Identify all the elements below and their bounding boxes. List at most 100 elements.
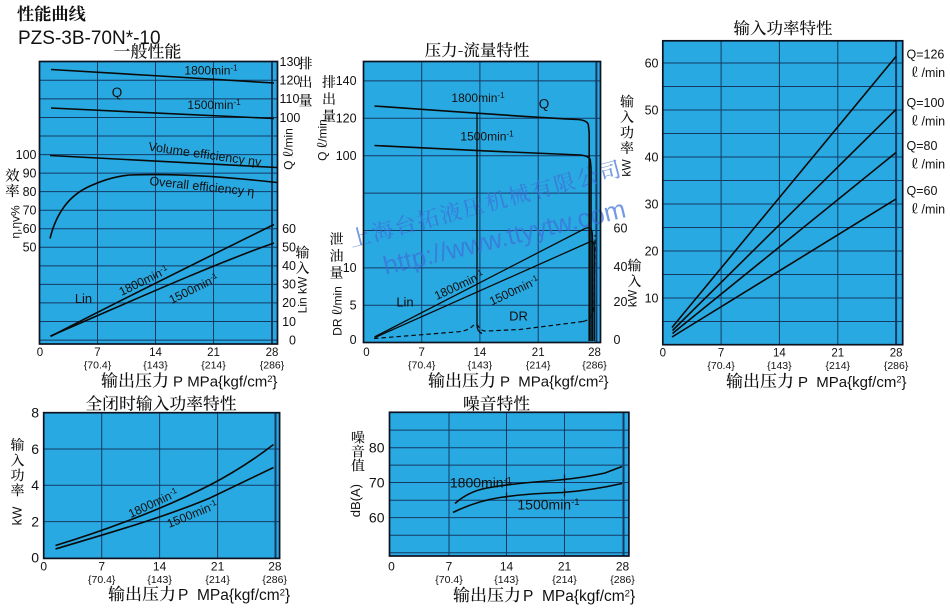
svg-text:}: } bbox=[630, 588, 635, 605]
svg-text:50: 50 bbox=[23, 241, 37, 255]
svg-text:2: 2 bbox=[267, 374, 272, 384]
svg-text:21: 21 bbox=[207, 347, 220, 359]
svg-text:60: 60 bbox=[369, 509, 385, 525]
svg-text:1800min: 1800min bbox=[184, 63, 230, 77]
svg-text:2: 2 bbox=[896, 375, 901, 385]
svg-text:-1: -1 bbox=[497, 91, 505, 100]
svg-text:-1: -1 bbox=[529, 273, 540, 284]
svg-text:8: 8 bbox=[31, 405, 39, 421]
svg-text:Q=100: Q=100 bbox=[907, 96, 945, 110]
svg-text:{286}: {286} bbox=[884, 360, 909, 372]
svg-text:{143}: {143} bbox=[143, 360, 168, 372]
svg-text:14: 14 bbox=[474, 347, 487, 359]
svg-text:0: 0 bbox=[660, 348, 666, 360]
svg-text:70: 70 bbox=[369, 474, 385, 490]
svg-text:21: 21 bbox=[831, 348, 844, 360]
svg-text:4: 4 bbox=[31, 477, 39, 493]
svg-text:}: } bbox=[902, 374, 907, 391]
svg-text:14: 14 bbox=[149, 347, 162, 359]
svg-text:{70.4}: {70.4} bbox=[84, 360, 112, 372]
svg-text:0: 0 bbox=[363, 347, 369, 359]
svg-text:Lin kW: Lin kW bbox=[296, 276, 310, 313]
svg-text:}: } bbox=[285, 587, 290, 604]
svg-text:{286}: {286} bbox=[262, 574, 287, 586]
svg-text:130: 130 bbox=[280, 55, 301, 69]
svg-text:21: 21 bbox=[532, 347, 545, 359]
svg-text:5: 5 bbox=[350, 299, 357, 313]
svg-text:-1: -1 bbox=[504, 475, 512, 486]
svg-text:P: P bbox=[173, 374, 183, 391]
svg-text:28: 28 bbox=[266, 347, 279, 359]
svg-text:Q=80: Q=80 bbox=[907, 139, 938, 153]
svg-text:28: 28 bbox=[890, 348, 903, 360]
svg-text:}: } bbox=[272, 374, 277, 391]
svg-text:/min: /min bbox=[282, 128, 296, 151]
svg-text:10: 10 bbox=[645, 291, 659, 305]
svg-text:η,ηv%: η,ηv% bbox=[9, 205, 23, 239]
svg-text:0: 0 bbox=[388, 560, 395, 574]
svg-text:-1: -1 bbox=[208, 271, 219, 282]
svg-text:14: 14 bbox=[500, 560, 514, 574]
svg-text:-1: -1 bbox=[474, 268, 485, 279]
svg-text:-1: -1 bbox=[571, 497, 579, 508]
svg-text:60: 60 bbox=[282, 222, 296, 236]
svg-text:PZS-3B-70N*-10: PZS-3B-70N*-10 bbox=[18, 28, 161, 49]
svg-text:{143}: {143} bbox=[468, 360, 493, 372]
svg-text:Lin: Lin bbox=[396, 295, 413, 310]
svg-text:P: P bbox=[798, 374, 808, 391]
svg-text:70: 70 bbox=[23, 204, 37, 218]
svg-text:{214}: {214} bbox=[826, 360, 851, 372]
svg-text:DR: DR bbox=[331, 318, 345, 336]
svg-text:60: 60 bbox=[645, 56, 659, 70]
svg-text:7: 7 bbox=[446, 560, 453, 574]
svg-text:28: 28 bbox=[616, 560, 630, 574]
svg-text:140: 140 bbox=[336, 74, 357, 88]
svg-text:/min: /min bbox=[316, 119, 330, 142]
svg-text:/min: /min bbox=[922, 202, 946, 216]
svg-text:{143}: {143} bbox=[767, 360, 792, 372]
svg-text:{214}: {214} bbox=[201, 360, 226, 372]
svg-text:80: 80 bbox=[23, 185, 37, 199]
svg-text:/min: /min bbox=[922, 157, 946, 171]
svg-text:1800min: 1800min bbox=[450, 475, 504, 491]
svg-text:0: 0 bbox=[37, 347, 43, 359]
svg-text:}: } bbox=[604, 374, 609, 391]
svg-text:/min: /min bbox=[331, 286, 345, 309]
svg-text:20: 20 bbox=[614, 295, 628, 309]
svg-text:20: 20 bbox=[282, 296, 296, 310]
svg-text:7: 7 bbox=[94, 347, 100, 359]
svg-text:120: 120 bbox=[336, 112, 357, 126]
svg-text:{70.4}: {70.4} bbox=[408, 360, 436, 372]
svg-text:1500min: 1500min bbox=[460, 129, 506, 143]
svg-text:40: 40 bbox=[614, 260, 628, 274]
svg-text:kW: kW bbox=[10, 506, 25, 526]
svg-text:100: 100 bbox=[336, 149, 357, 163]
svg-text:0: 0 bbox=[31, 550, 39, 566]
svg-text:/min: /min bbox=[922, 66, 946, 80]
svg-text:/min: /min bbox=[922, 114, 946, 128]
svg-text:DR: DR bbox=[509, 309, 528, 324]
svg-text:21: 21 bbox=[211, 560, 225, 574]
svg-text:20: 20 bbox=[645, 244, 659, 258]
svg-text:0: 0 bbox=[614, 333, 621, 347]
svg-text:1800min: 1800min bbox=[451, 91, 497, 105]
svg-text:{286}: {286} bbox=[610, 574, 635, 586]
svg-text:7: 7 bbox=[418, 347, 424, 359]
svg-text:10: 10 bbox=[282, 315, 296, 329]
svg-text:{286}: {286} bbox=[582, 360, 607, 372]
svg-text:0: 0 bbox=[289, 333, 296, 347]
svg-text:7: 7 bbox=[98, 560, 105, 574]
svg-text:40: 40 bbox=[645, 150, 659, 164]
svg-text:MPa{kgf/cm: MPa{kgf/cm bbox=[197, 587, 280, 604]
svg-text:21: 21 bbox=[558, 560, 572, 574]
svg-text:{70.4}: {70.4} bbox=[707, 360, 735, 372]
svg-text:50: 50 bbox=[282, 241, 296, 255]
svg-text:110: 110 bbox=[280, 92, 300, 106]
svg-text:100: 100 bbox=[280, 111, 301, 125]
svg-text:2: 2 bbox=[625, 588, 630, 599]
svg-text:80: 80 bbox=[369, 440, 385, 456]
svg-text:-1: -1 bbox=[168, 486, 179, 497]
svg-text:10: 10 bbox=[343, 261, 357, 275]
svg-text:MPa{kgf/cm: MPa{kgf/cm bbox=[542, 588, 625, 605]
svg-text:-1: -1 bbox=[230, 64, 238, 73]
